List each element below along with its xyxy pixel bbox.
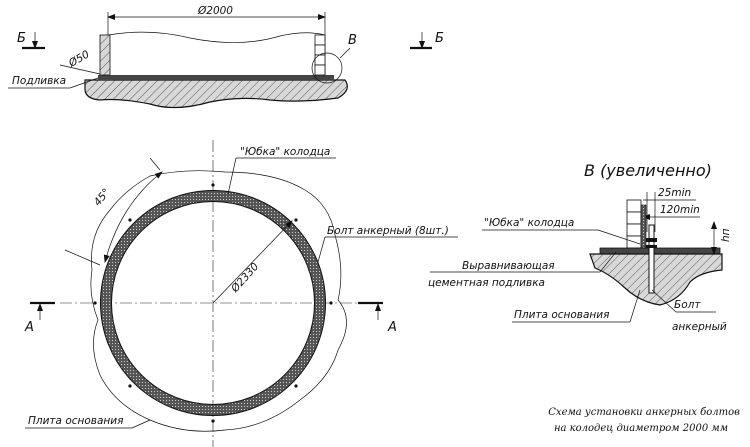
caption-line-1: Схема установки анкерных болтов (548, 407, 740, 418)
detail-label-leveling-2: цементная подливка (428, 277, 545, 289)
caption-line-2: на колодец диаметром 2000 мм (554, 423, 728, 434)
detail-anchor-bolt (646, 224, 657, 294)
section-mark-left-a: А (24, 301, 55, 335)
detail-label-bolt-2: анкерный (672, 321, 727, 333)
detail-title: В (увеличенно) (584, 161, 712, 180)
section-mark-right-b: Б (410, 31, 444, 50)
detail-label-leveling-1: Выравнивающая (462, 260, 555, 272)
svg-text:Б: Б (17, 31, 26, 46)
detail-mark-v: В (348, 33, 357, 48)
dim-25: 25min (658, 187, 691, 199)
plan-label-skirt: "Юбка" колодца (240, 146, 330, 158)
dim-120: 120min (660, 204, 700, 216)
dim-label-2000: Ø2000 (197, 5, 233, 17)
base-slab-elevation (84, 79, 348, 109)
ring-wall-elevation (107, 31, 326, 75)
detail-view: В (увеличенно) 25min 120min hп (428, 161, 732, 333)
detail-label-base-plate: Плита основания (514, 309, 609, 321)
section-mark-left-b: Б (17, 31, 45, 50)
elevation-view: Ø2000 Ø50 Подливка В Б Б (8, 5, 444, 109)
detail-grout (599, 247, 721, 255)
dim-line-2330 (212, 220, 293, 304)
svg-text:Б: Б (435, 31, 444, 46)
dim-label-2330: Ø2330 (228, 261, 261, 296)
detail-circle-v (311, 52, 343, 84)
grout-layer (98, 75, 334, 80)
dim-h: hп (720, 228, 732, 242)
caption: Схема установки анкерных болтов на колод… (548, 407, 740, 434)
svg-text:А: А (24, 320, 34, 335)
detail-ring-wall (626, 199, 647, 251)
plan-label-bolt: Болт анкерный (8шт.) (327, 225, 449, 237)
angle-arc-45 (103, 171, 163, 263)
dim-label-50: Ø50 (66, 48, 92, 70)
detail-label-skirt: "Юбка" колодца (484, 217, 574, 229)
section-mark-right-a: А (358, 301, 397, 335)
plan-view: Ø2330 45° "Юбка" колодца Болт анкерный (… (24, 140, 458, 447)
skirt-ring (100, 190, 326, 416)
label-podlivka: Подливка (12, 75, 66, 87)
svg-text:А: А (387, 320, 397, 335)
angle-label: 45° (92, 186, 113, 208)
left-wall-block (99, 34, 111, 76)
base-plate-outline (90, 170, 347, 432)
plan-label-base-plate: Плита основания (28, 415, 123, 427)
detail-label-bolt-1: Болт (674, 299, 701, 311)
detail-base-slab (589, 253, 723, 306)
